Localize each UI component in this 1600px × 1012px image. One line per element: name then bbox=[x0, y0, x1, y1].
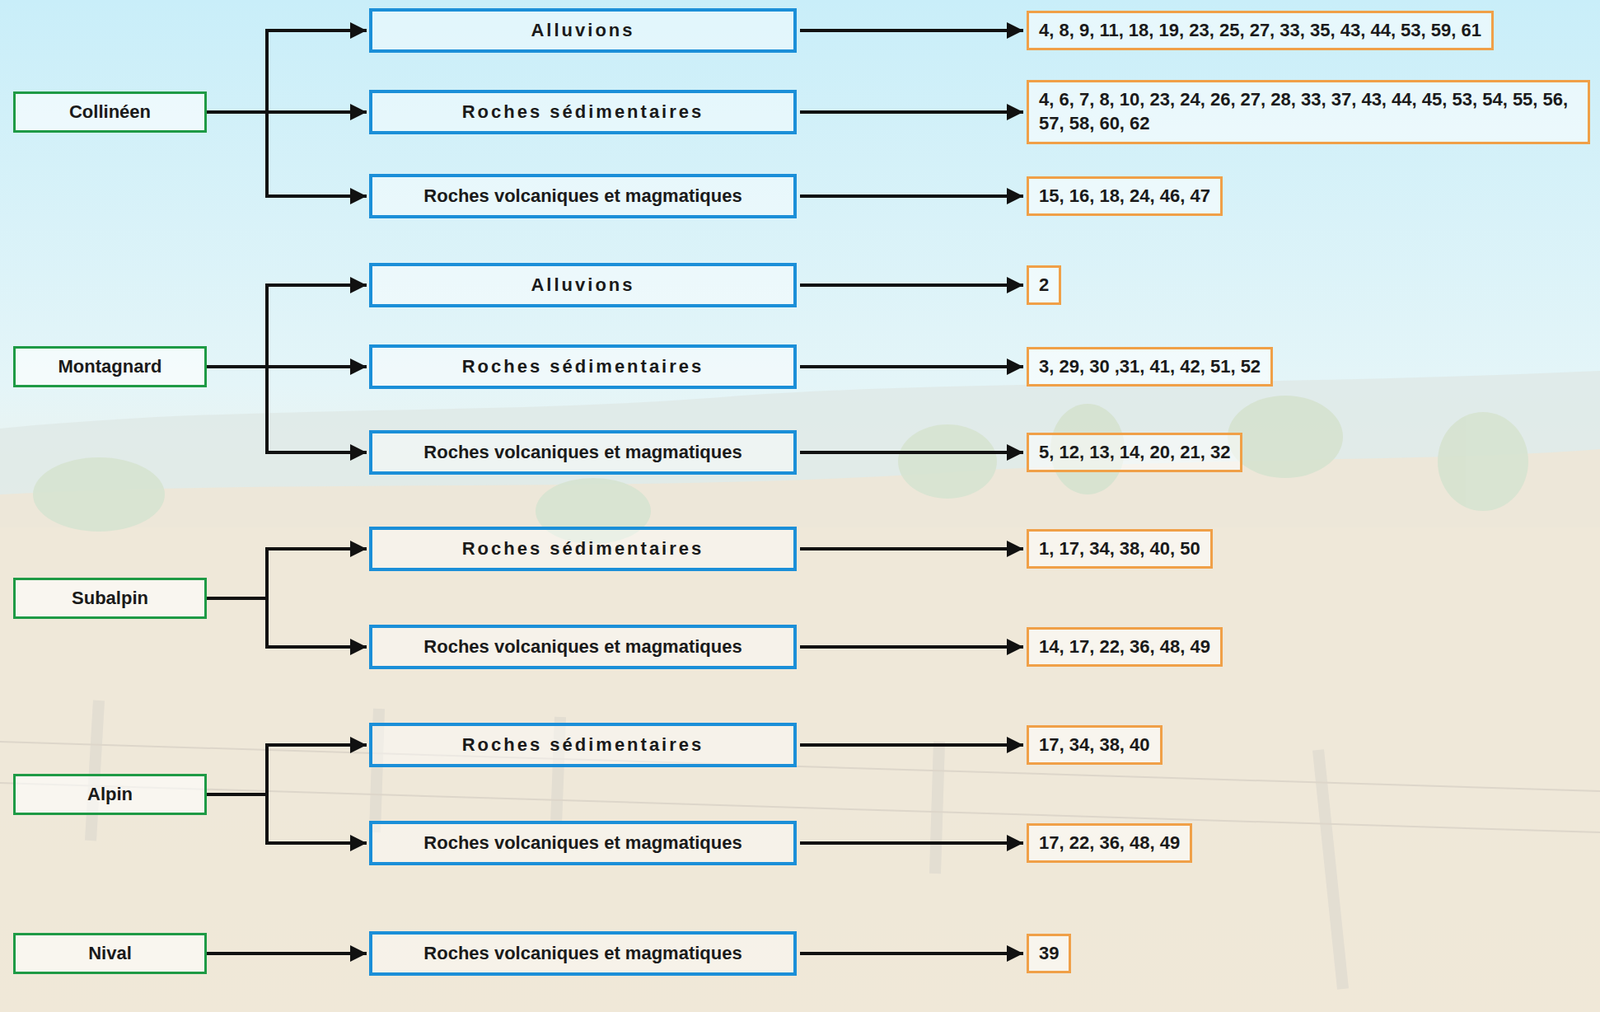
substrate-box: Roches volcaniques et magmatiques bbox=[369, 624, 797, 670]
connector-arrow bbox=[206, 744, 367, 795]
connector-arrow bbox=[800, 743, 1024, 747]
box-label: 14, 17, 22, 36, 48, 49 bbox=[1038, 635, 1211, 660]
fence-post bbox=[1318, 749, 1343, 989]
tree bbox=[1437, 411, 1529, 511]
site-number-list: 2 bbox=[1026, 265, 1062, 306]
box-label: 4, 8, 9, 11, 18, 19, 23, 25, 27, 33, 35,… bbox=[1038, 18, 1482, 43]
tree bbox=[898, 424, 997, 499]
connector-arrow bbox=[206, 30, 367, 113]
box-label: Roches sédimentaires bbox=[380, 733, 786, 758]
site-number-list: 17, 22, 36, 48, 49 bbox=[1026, 823, 1193, 864]
connector-arrow bbox=[206, 794, 367, 843]
box-label: Nival bbox=[20, 941, 200, 966]
fence-wire bbox=[0, 741, 1600, 833]
site-number-list: 4, 6, 7, 8, 10, 23, 24, 26, 27, 28, 33, … bbox=[1026, 79, 1591, 144]
connector-arrow bbox=[800, 364, 1024, 369]
box-label: Roches volcaniques et magmatiques bbox=[380, 440, 786, 465]
box-label: 2 bbox=[1038, 273, 1049, 298]
connector-arrow bbox=[206, 112, 367, 197]
box-label: Roches volcaniques et magmatiques bbox=[380, 831, 786, 856]
connector-arrow bbox=[800, 547, 1024, 551]
connector-arrow bbox=[800, 951, 1024, 955]
box-label: 5, 12, 13, 14, 20, 21, 32 bbox=[1038, 440, 1231, 465]
substrate-box: Roches volcaniques et magmatiques bbox=[369, 173, 797, 220]
connector-arrow bbox=[206, 285, 367, 367]
site-number-list: 17, 34, 38, 40 bbox=[1026, 725, 1163, 766]
box-label: 4, 6, 7, 8, 10, 23, 24, 26, 27, 28, 33, … bbox=[1038, 88, 1578, 136]
site-number-list: 4, 8, 9, 11, 18, 19, 23, 25, 27, 33, 35,… bbox=[1026, 10, 1494, 52]
connector-arrow bbox=[206, 598, 367, 647]
box-label: Alluvions bbox=[380, 273, 786, 298]
wire bbox=[0, 782, 1600, 833]
box-label: Collinéen bbox=[20, 100, 200, 125]
box-label: Roches volcaniques et magmatiques bbox=[380, 635, 786, 660]
box-label: 3, 29, 30 ,31, 41, 42, 51, 52 bbox=[1038, 355, 1261, 379]
connector-arrow bbox=[800, 645, 1024, 649]
trees bbox=[32, 395, 1529, 544]
connector-arrow bbox=[206, 951, 367, 955]
site-number-list: 3, 29, 30 ,31, 41, 42, 51, 52 bbox=[1026, 346, 1273, 388]
box-label: Alpin bbox=[20, 782, 200, 807]
fence-post bbox=[935, 741, 940, 874]
wire bbox=[0, 741, 1600, 791]
connectors bbox=[206, 30, 1024, 954]
heath bbox=[0, 449, 1600, 1012]
box-label: Subalpin bbox=[20, 586, 200, 611]
connector-arrow bbox=[800, 194, 1024, 198]
tree bbox=[1227, 395, 1343, 478]
site-number-list: 1, 17, 34, 38, 40, 50 bbox=[1026, 528, 1213, 570]
connector-arrow bbox=[800, 283, 1024, 287]
substrate-box: Roches sédimentaires bbox=[369, 526, 797, 572]
substrate-box: Roches sédimentaires bbox=[369, 722, 797, 768]
site-number-list: 5, 12, 13, 14, 20, 21, 32 bbox=[1026, 432, 1243, 473]
box-label: Roches volcaniques et magmatiques bbox=[380, 184, 786, 209]
box-label: Roches sédimentaires bbox=[380, 100, 786, 125]
substrate-box: Alluvions bbox=[369, 262, 797, 309]
connector-arrow bbox=[206, 548, 367, 599]
site-number-list: 15, 16, 18, 24, 46, 47 bbox=[1026, 176, 1223, 217]
fence-post bbox=[90, 700, 99, 841]
connector-arrow bbox=[800, 110, 1024, 114]
connector-arrow bbox=[206, 366, 367, 453]
substrate-box: Alluvions bbox=[369, 8, 797, 54]
box-label: 15, 16, 18, 24, 46, 47 bbox=[1038, 184, 1211, 209]
vegetation-stage-box: Subalpin bbox=[13, 577, 207, 620]
vegetation-stage-box: Alpin bbox=[13, 773, 207, 816]
vegetation-stage-box: Montagnard bbox=[13, 346, 207, 389]
vegetation-stage-box: Nival bbox=[13, 932, 207, 975]
substrate-box: Roches volcaniques et magmatiques bbox=[369, 930, 797, 977]
box-label: 39 bbox=[1038, 941, 1059, 966]
box-label: Roches sédimentaires bbox=[380, 355, 786, 379]
connector-arrow bbox=[800, 841, 1024, 845]
site-number-list: 14, 17, 22, 36, 48, 49 bbox=[1026, 626, 1223, 668]
site-number-list: 39 bbox=[1026, 933, 1072, 974]
substrate-box: Roches sédimentaires bbox=[369, 89, 797, 136]
box-label: Montagnard bbox=[20, 355, 200, 379]
vegetation-stage-box: Collinéen bbox=[13, 91, 207, 134]
substrate-box: Roches volcaniques et magmatiques bbox=[369, 430, 797, 476]
box-label: Roches volcaniques et magmatiques bbox=[380, 941, 786, 966]
connector-arrow bbox=[800, 450, 1024, 454]
substrate-box: Roches volcaniques et magmatiques bbox=[369, 820, 797, 866]
box-label: 17, 34, 38, 40 bbox=[1038, 733, 1151, 758]
fence bbox=[90, 700, 1343, 989]
connector-arrow bbox=[800, 28, 1024, 33]
box-label: 1, 17, 34, 38, 40, 50 bbox=[1038, 537, 1201, 562]
box-label: 17, 22, 36, 48, 49 bbox=[1038, 831, 1180, 856]
box-label: Roches sédimentaires bbox=[380, 537, 786, 562]
substrate-box: Roches sédimentaires bbox=[369, 344, 797, 390]
box-label: Alluvions bbox=[380, 18, 786, 43]
tree bbox=[32, 457, 165, 532]
